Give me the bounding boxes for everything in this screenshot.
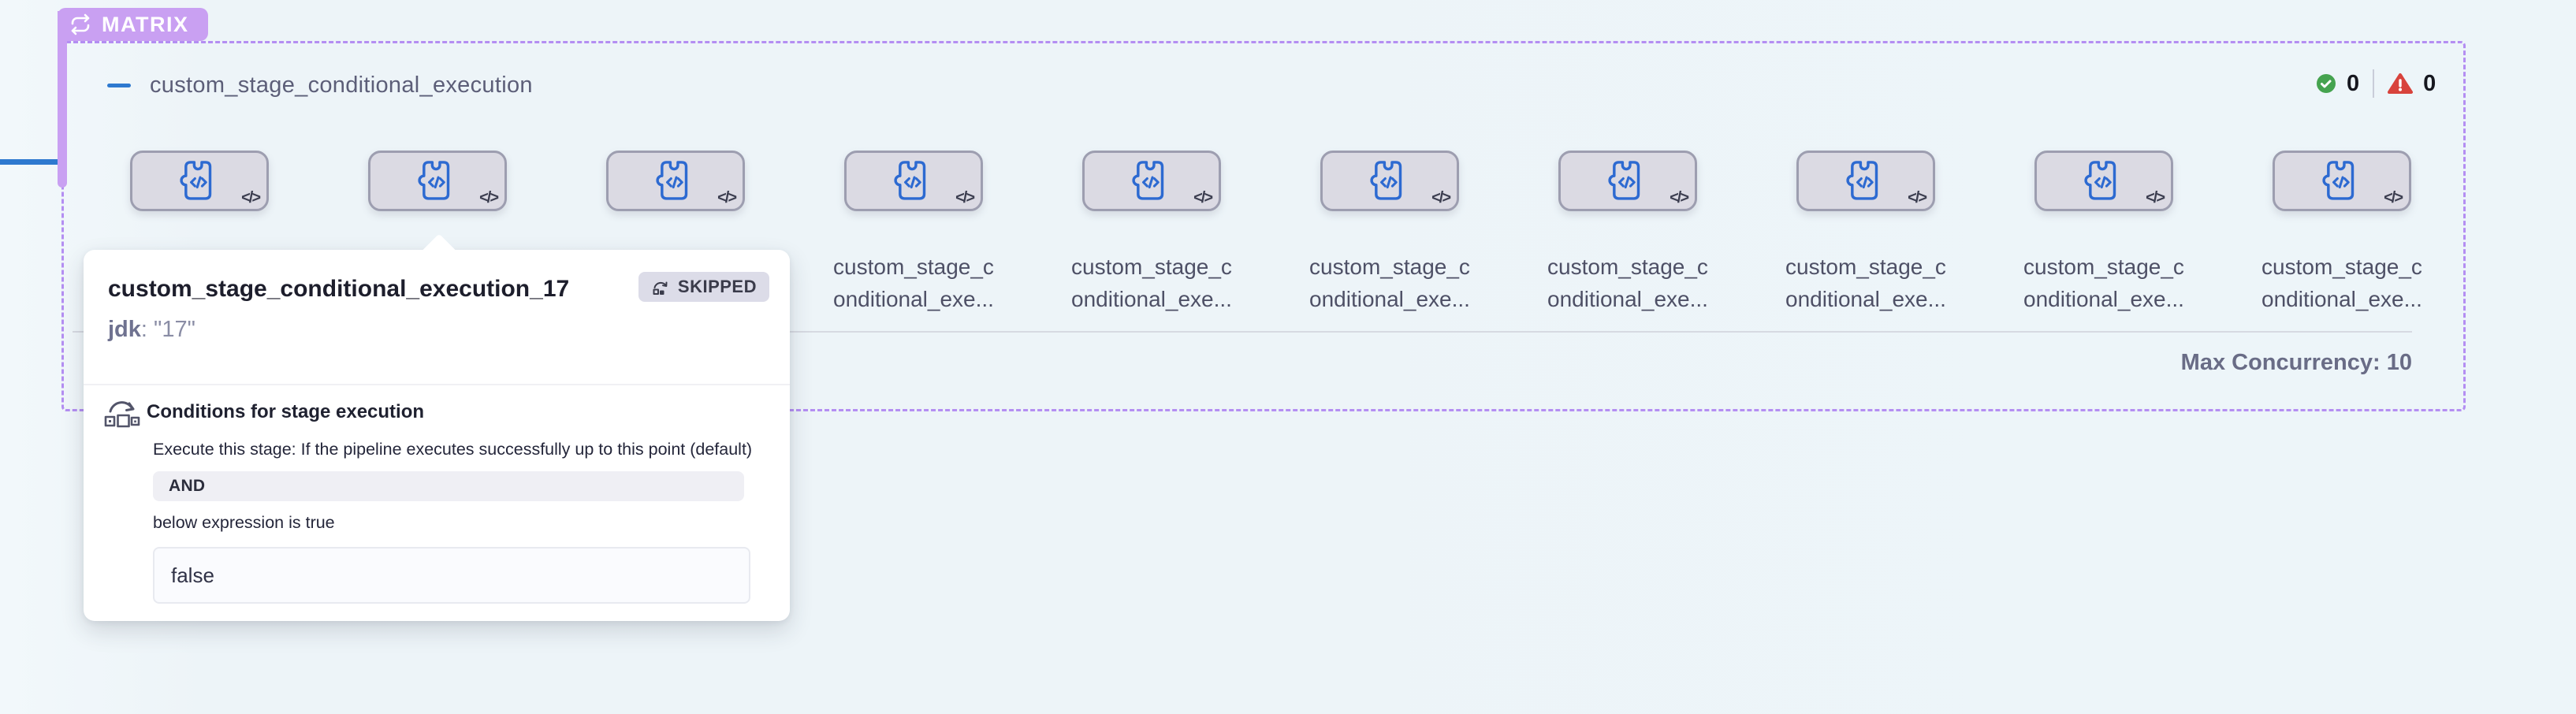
matrix-rail: [58, 11, 67, 188]
template-code-glyph: </>: [955, 189, 975, 206]
custom-stage-icon: [180, 158, 216, 201]
stage-card[interactable]: </>: [1082, 151, 1221, 211]
custom-stage-icon: [2084, 158, 2120, 201]
expression-caption: below expression is true: [153, 513, 335, 532]
success-count: 0: [2347, 70, 2360, 96]
custom-stage-icon: [1370, 158, 1406, 201]
stage-details-popover: custom_stage_conditional_execution_17 SK…: [84, 233, 790, 621]
template-code-glyph: </>: [1431, 189, 1451, 206]
status-counters: 0 0: [2316, 68, 2436, 99]
template-code-glyph: </>: [479, 189, 499, 206]
matrix-title: custom_stage_conditional_execution: [150, 72, 533, 98]
stage-card[interactable]: </>: [2273, 151, 2411, 211]
row-separator: [73, 331, 2412, 333]
stage-card[interactable]: </>: [844, 151, 983, 211]
skipped-icon: [651, 277, 670, 296]
error-count: 0: [2423, 70, 2436, 96]
collapse-matrix-button[interactable]: [107, 83, 131, 87]
stage-card[interactable]: </>: [1558, 151, 1697, 211]
custom-stage-icon: [1846, 158, 1882, 201]
custom-stage-icon: [418, 158, 454, 201]
operator-bar: AND: [153, 471, 744, 501]
stage-card[interactable]: </>: [1320, 151, 1459, 211]
matrix-badge: MATRIX: [58, 8, 208, 41]
stage-card[interactable]: </>: [2034, 151, 2173, 211]
template-code-glyph: </>: [2384, 189, 2403, 206]
custom-stage-icon: [894, 158, 930, 201]
stage-card[interactable]: </>: [130, 151, 269, 211]
operator-label: AND: [169, 477, 206, 495]
counter-divider: [2373, 69, 2375, 98]
custom-stage-icon: [1132, 158, 1168, 201]
status-badge-label: SKIPPED: [677, 277, 757, 296]
loop-icon: [69, 13, 92, 36]
stage-card[interactable]: </>: [1796, 151, 1935, 211]
max-concurrency-label: Max Concurrency: 10: [2180, 350, 2412, 375]
conditional-execution-icon: [104, 396, 140, 429]
variable-value: : "17": [140, 317, 195, 342]
template-code-glyph: </>: [241, 189, 261, 206]
stage-card[interactable]: </>: [368, 151, 507, 211]
custom-stage-icon: [2322, 158, 2358, 201]
matrix-variable-line: jdk: "17": [108, 317, 195, 343]
popover-stage-title: custom_stage_conditional_execution_17: [108, 276, 570, 302]
template-code-glyph: </>: [2146, 189, 2165, 206]
template-code-glyph: </>: [1193, 189, 1213, 206]
pipeline-connector-line: [0, 159, 65, 165]
custom-stage-icon: [1608, 158, 1644, 201]
error-icon: [2388, 73, 2414, 95]
popover-divider: [84, 384, 790, 385]
expression-value-box: false: [153, 547, 750, 604]
conditions-heading: Conditions for stage execution: [147, 401, 425, 422]
custom-stage-icon: [656, 158, 692, 201]
template-code-glyph: </>: [717, 189, 737, 206]
template-code-glyph: </>: [1908, 189, 1927, 206]
matrix-header: custom_stage_conditional_execution: [107, 71, 533, 99]
conditions-description: Execute this stage: If the pipeline exec…: [153, 440, 753, 459]
success-icon: [2316, 73, 2336, 94]
status-badge: SKIPPED: [638, 272, 769, 302]
matrix-badge-label: MATRIX: [102, 12, 189, 36]
variable-name: jdk: [108, 317, 141, 342]
stage-card[interactable]: </>: [606, 151, 745, 211]
template-code-glyph: </>: [1670, 189, 1689, 206]
matrix-stage-container: [61, 41, 2466, 411]
